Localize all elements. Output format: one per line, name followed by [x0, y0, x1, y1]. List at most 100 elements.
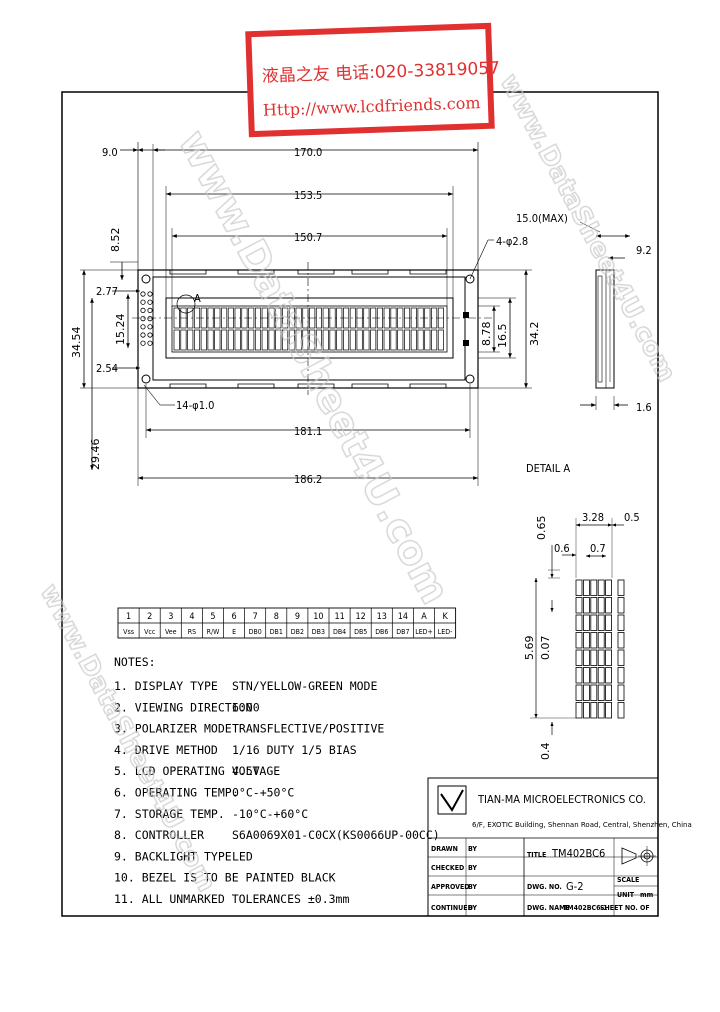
dot-cell — [605, 667, 612, 684]
title-block: TIAN-MA MICROELECTRONICS CO. 6/F, EXOTIC… — [427, 777, 692, 917]
character-cell — [261, 307, 268, 329]
bezel-tabs — [169, 270, 447, 388]
dot-cell — [605, 684, 612, 701]
character-cell — [410, 307, 417, 329]
pin-number: 2 — [147, 612, 152, 622]
dot-cell — [617, 632, 625, 649]
watermark-layer: www.DataSheet4U.com www.DataSheet4U.com … — [33, 69, 682, 898]
character-cell — [431, 329, 438, 351]
note-label: 10. BEZEL IS TO BE PAINTED BLACK — [114, 871, 336, 885]
character-cell — [187, 307, 194, 329]
dot-cell — [597, 632, 605, 649]
scale-label: SCALE — [617, 876, 639, 884]
character-cell — [383, 329, 390, 351]
bezel-tab — [351, 270, 389, 275]
character-cell — [404, 329, 411, 351]
character-cell — [193, 307, 201, 329]
note-label: 5. LCD OPERATING VOLTAGE — [114, 764, 280, 778]
dim-153-5: 153.5 — [294, 189, 322, 202]
unit-label: UNIT — [617, 891, 635, 899]
character-cell — [221, 307, 228, 329]
pin-pad — [140, 299, 146, 305]
dim-9-2: 9.2 — [636, 244, 652, 257]
pin-number: K — [442, 612, 448, 622]
dim-2-54: 2.54 — [96, 362, 118, 375]
bezel-tab — [297, 383, 335, 388]
pin-pad — [140, 315, 146, 322]
company-logo — [437, 785, 467, 815]
character-cell — [234, 329, 241, 351]
row-checked-by: BY — [468, 864, 477, 872]
pin-number: 13 — [377, 612, 387, 622]
dot-cell — [590, 649, 598, 666]
character-cell — [343, 329, 350, 351]
led-pad — [463, 312, 469, 318]
dot-cell — [583, 579, 590, 596]
detail-a-title: DETAIL A — [526, 462, 570, 475]
dot-cell — [590, 579, 598, 596]
dot-cell — [617, 597, 625, 614]
pin-callout: 14-φ1.0 — [176, 399, 214, 412]
character-cell — [370, 329, 377, 351]
dot-cell — [597, 579, 605, 596]
character-cell — [221, 329, 228, 351]
active-area — [171, 305, 448, 353]
dot-cell — [597, 667, 605, 684]
note-label: 1. DISPLAY TYPE — [114, 679, 218, 693]
detail-a: DETAIL A 3.28 0.5 0.6 0.7 0.65 5.69 0.07… — [523, 462, 640, 760]
note-value: TRANSFLECTIVE/POSITIVE — [232, 722, 384, 736]
character-cell — [295, 307, 302, 329]
dot-cell — [597, 614, 605, 631]
character-cell — [214, 307, 221, 329]
row-approved-by: BY — [468, 883, 477, 891]
dealer-stamp: 液晶之友 电话:020-33819057 Http://www.lcdfrien… — [245, 22, 500, 138]
pin-number: A — [421, 612, 427, 622]
character-cell — [322, 307, 329, 329]
dot-cell — [605, 632, 612, 649]
dot-cell — [583, 597, 590, 614]
row-drawn-label: DRAWN — [431, 845, 458, 853]
pin-name: RS — [188, 628, 196, 636]
character-cell — [187, 329, 194, 351]
pin-name: LED+ — [415, 628, 433, 636]
dot-cell — [605, 649, 612, 666]
dim-9-0: 9.0 — [102, 146, 118, 159]
note-label: 6. OPERATING TEMP. — [114, 786, 239, 800]
dot-cell — [605, 597, 612, 614]
character-cell — [349, 329, 356, 351]
dot-cell — [583, 684, 590, 701]
pin-pad — [147, 340, 153, 346]
note-value: LED — [232, 849, 253, 863]
pin-pad — [140, 291, 146, 297]
character-cell — [193, 329, 201, 351]
watermark-text: www.DataSheet4U.com — [494, 69, 682, 387]
pin-pad — [147, 307, 153, 313]
mounting-hole — [141, 274, 151, 284]
company-address: 6/F, EXOTIC Building, Shennan Road, Cent… — [472, 821, 692, 829]
character-cell — [248, 329, 255, 351]
character-cell — [207, 329, 214, 351]
dot-cell — [575, 632, 583, 649]
dim-34-2: 34.2 — [528, 322, 541, 347]
pin-name: DB7 — [396, 628, 409, 636]
dot-cell — [617, 614, 625, 631]
character-cell — [254, 307, 262, 329]
pin-number: 7 — [253, 612, 258, 622]
mounting-hole — [465, 374, 475, 384]
pin-name: LED- — [438, 628, 453, 636]
character-cell — [336, 329, 343, 351]
character-cell — [363, 329, 370, 351]
dot-cell — [590, 614, 598, 631]
dot-cell — [590, 597, 598, 614]
note-label: 3. POLARIZER MODE — [114, 722, 232, 736]
character-cell — [376, 307, 383, 329]
dot-cell — [590, 667, 598, 684]
pin-number: 1 — [126, 612, 131, 622]
character-cell — [356, 329, 363, 351]
character-cell — [288, 307, 295, 329]
pin-name: DB5 — [354, 628, 367, 636]
character-cell — [214, 329, 221, 351]
dot-cell — [590, 702, 598, 719]
pin-number: 5 — [210, 612, 215, 622]
detail-a-marker-label: A — [194, 292, 201, 305]
